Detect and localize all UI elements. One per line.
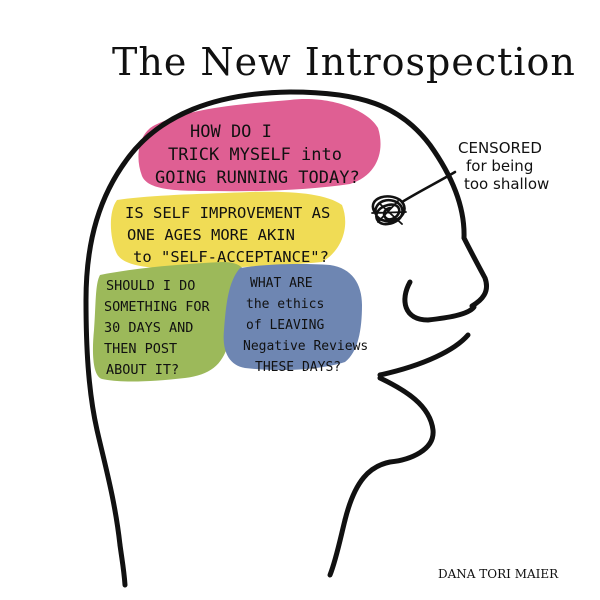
artist-signature: DANA TORI MAIER — [438, 567, 559, 581]
thought-green-line-4: THEN POST — [104, 341, 177, 357]
thought-yellow-text: IS SELF IMPROVEMENT AS ONE AGES MORE AKI… — [125, 204, 340, 266]
thought-pink-line-1: HOW DO I — [190, 122, 272, 142]
thought-green-line-5: ABOUT IT? — [106, 362, 179, 378]
censored-note-line-2: for being — [466, 157, 533, 175]
head-outline — [83, 89, 489, 548]
nose-line — [402, 279, 477, 323]
chin-line — [342, 375, 436, 523]
thought-pink-line-2: TRICK MYSELF into — [168, 145, 342, 165]
thought-yellow-blob — [110, 191, 346, 269]
thought-blue-text: WHAT ARE the ethics of LEAVING Negative … — [243, 276, 376, 375]
thought-green-line-3: 30 DAYS AND — [104, 320, 193, 336]
neck-back-line — [117, 542, 128, 588]
thought-green-line-1: SHOULD I DO — [106, 278, 195, 294]
thought-yellow-line-3: to "SELF-ACCEPTANCE"? — [133, 248, 329, 266]
censored-note-line-3: too shallow — [464, 175, 549, 193]
thought-blue-line-3: of LEAVING — [246, 318, 324, 333]
censored-note-line-1: CENSORED — [458, 139, 542, 157]
page-title: The New Introspection — [112, 40, 576, 84]
thought-blue-line-5: THESE DAYS? — [255, 360, 341, 375]
thought-green-line-2: SOMETHING FOR — [104, 299, 211, 315]
mouth-line — [377, 332, 471, 378]
thought-pink-blob — [138, 99, 381, 192]
scribble-icon — [371, 195, 407, 226]
thought-blue-line-2: the ethics — [246, 297, 324, 312]
neck-line — [327, 517, 348, 578]
thought-green-blob — [92, 262, 247, 382]
thought-yellow-line-1: IS SELF IMPROVEMENT AS — [125, 204, 330, 222]
thought-pink-line-3: GOING RUNNING TODAY? — [155, 168, 360, 188]
thought-green-text: SHOULD I DO SOMETHING FOR 30 DAYS AND TH… — [104, 278, 218, 378]
thought-blue-line-4: Negative Reviews — [243, 339, 368, 354]
censored-note: CENSORED for being too shallow — [458, 139, 549, 193]
thought-yellow-line-2: ONE AGES MORE AKIN — [127, 226, 295, 244]
thought-blue-blob — [223, 264, 362, 370]
thought-blue-line-1: WHAT ARE — [250, 276, 313, 291]
censored-pointer-line — [400, 170, 457, 204]
thought-pink-text: HOW DO I TRICK MYSELF into GOING RUNNING… — [155, 122, 360, 188]
